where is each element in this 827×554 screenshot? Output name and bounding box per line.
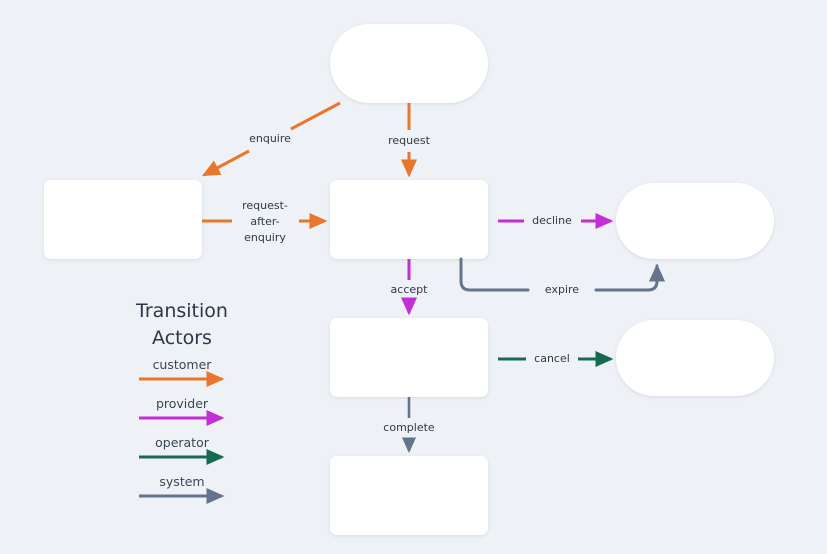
legend-item-customer[interactable]: customer xyxy=(139,357,225,388)
node-enquiry-shape xyxy=(44,180,202,259)
edge-expire-label: expire xyxy=(545,283,579,296)
legend: Transition Actors customer provider oper… xyxy=(135,300,228,505)
edge-request[interactable]: request xyxy=(388,103,431,178)
edge-cancel-label: cancel xyxy=(534,352,570,365)
node-cancelled[interactable] xyxy=(616,320,774,396)
legend-title-line2: Actors xyxy=(152,327,212,349)
node-requested-shape xyxy=(330,180,488,259)
edge-accept[interactable]: accept xyxy=(391,259,429,316)
edge-enquire[interactable]: enquire xyxy=(201,101,341,177)
legend-item-system-label: system xyxy=(159,474,204,489)
legend-title-line1: Transition xyxy=(135,300,228,322)
node-start[interactable] xyxy=(330,24,488,103)
legend-item-system[interactable]: system xyxy=(139,474,225,505)
edge-decline[interactable]: decline xyxy=(498,212,614,230)
edge-enquire-line-lower xyxy=(201,149,250,177)
edge-expire[interactable]: expire xyxy=(459,257,666,296)
edge-accept-label: accept xyxy=(391,283,429,296)
edge-request-after-enquiry[interactable]: request- after- enquiry xyxy=(202,199,328,244)
edges-layer: enquire request request- after- enquiry xyxy=(201,101,666,454)
edge-complete-label: complete xyxy=(383,421,435,434)
legend-item-provider[interactable]: provider xyxy=(139,396,225,427)
edge-expire-line-right xyxy=(594,263,666,292)
edge-complete[interactable]: complete xyxy=(383,397,435,454)
legend-item-customer-label: customer xyxy=(153,357,213,372)
node-completed-shape xyxy=(330,456,488,535)
legend-item-provider-label: provider xyxy=(156,396,209,411)
edge-request-after-enquiry-label-line2: after- xyxy=(250,215,279,228)
edge-decline-label: decline xyxy=(532,214,572,227)
edge-enquire-line-upper xyxy=(290,101,341,131)
node-declined[interactable] xyxy=(616,183,774,259)
edge-enquire-label: enquire xyxy=(249,132,291,145)
edge-request-after-enquiry-label-line3: enquiry xyxy=(244,231,286,244)
edge-cancel[interactable]: cancel xyxy=(498,350,614,368)
legend-item-operator-label: operator xyxy=(155,435,210,450)
edge-expire-line-left xyxy=(459,257,530,292)
node-accepted[interactable] xyxy=(330,318,488,397)
node-declined-shape xyxy=(616,183,774,259)
node-enquiry[interactable] xyxy=(44,180,202,259)
edge-request-label: request xyxy=(388,134,431,147)
node-completed[interactable] xyxy=(330,456,488,535)
legend-item-operator[interactable]: operator xyxy=(139,435,225,466)
edge-request-after-enquiry-label-line1: request- xyxy=(242,199,288,212)
nodes-layer xyxy=(44,24,774,535)
node-requested[interactable] xyxy=(330,180,488,259)
node-start-shape xyxy=(330,24,488,103)
node-cancelled-shape xyxy=(616,320,774,396)
node-accepted-shape xyxy=(330,318,488,397)
